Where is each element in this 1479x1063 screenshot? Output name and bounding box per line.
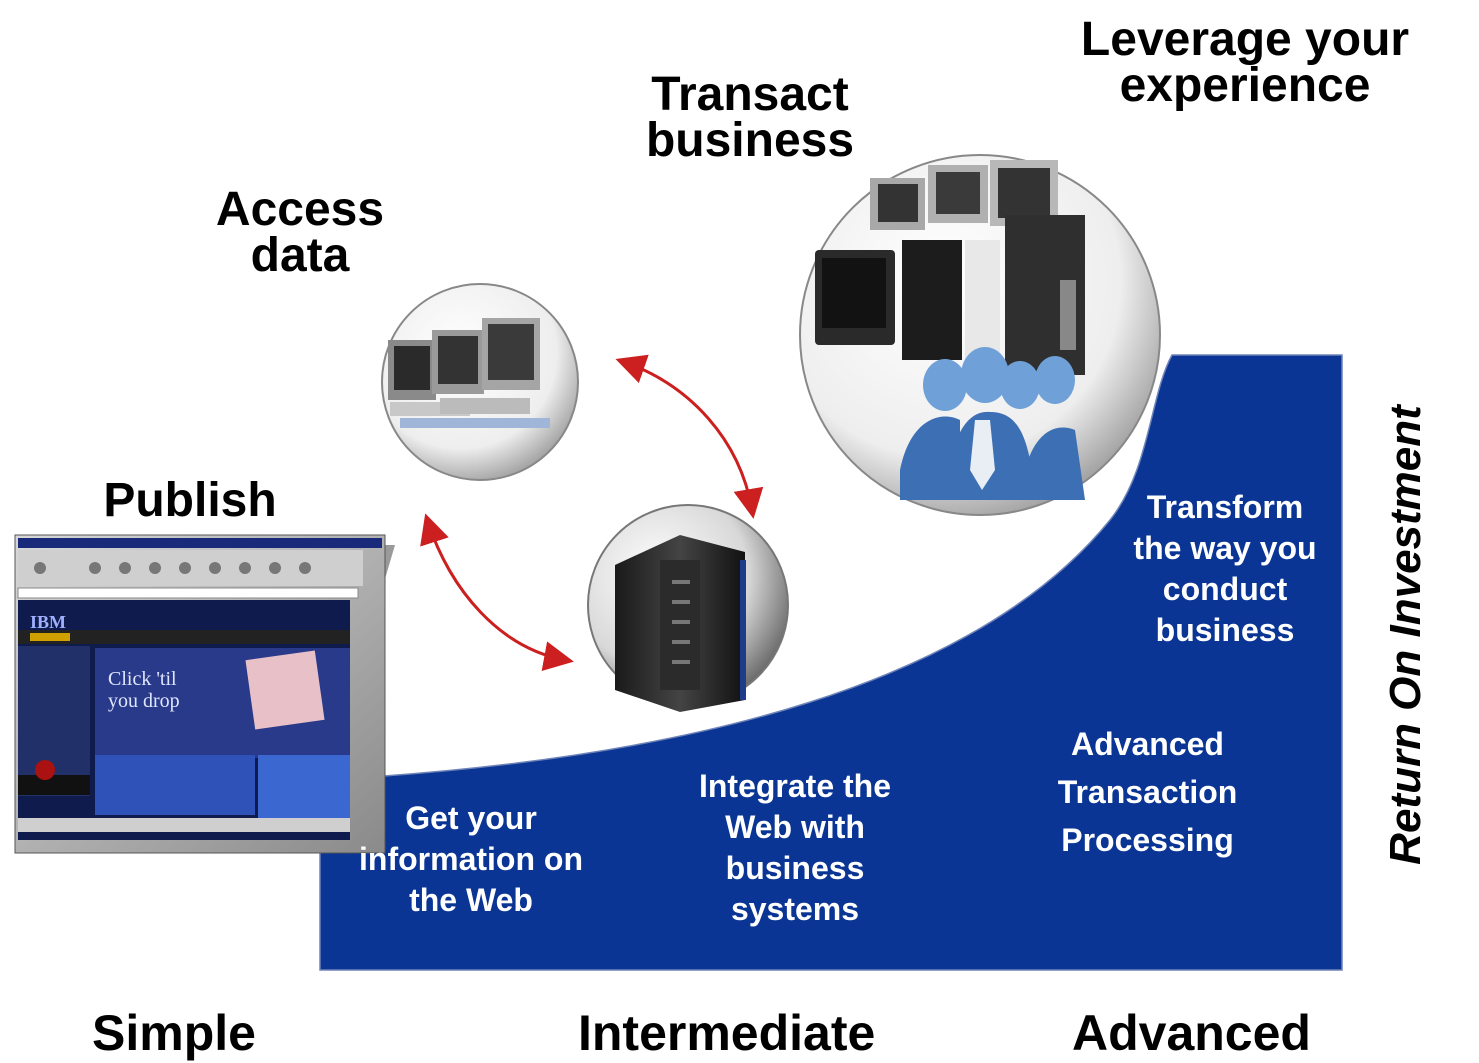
block-get-info: Get your information on the Web [359, 800, 583, 918]
level-advanced: Advanced [1072, 1005, 1311, 1061]
arrow-publish-to-server [420, 513, 574, 671]
browser-logo: IBM [30, 612, 66, 632]
heading-leverage-experience: Leverage your experience [1080, 13, 1410, 112]
arrow-access-to-server [615, 354, 764, 519]
browser-banner-text: Click 'til you drop [108, 668, 180, 712]
heading-publish: Publish [103, 474, 277, 527]
block-integrate: Integrate the Web with business systems [698, 768, 892, 927]
server-image [587, 504, 789, 712]
roi-axis-label: Return On Investment [1381, 405, 1430, 865]
level-simple: Simple [92, 1005, 256, 1061]
heading-transact-business: Transact business [645, 68, 855, 167]
level-intermediate: Intermediate [578, 1005, 876, 1061]
roi-curve-area [319, 354, 1343, 971]
block-advanced-tp: Advanced Transaction Processing [1057, 726, 1238, 858]
heading-access-data: Access data [215, 183, 385, 282]
transact-business-image [799, 154, 1161, 516]
access-data-image [381, 283, 579, 481]
block-transform: Transform the way you conduct business [1133, 489, 1317, 648]
